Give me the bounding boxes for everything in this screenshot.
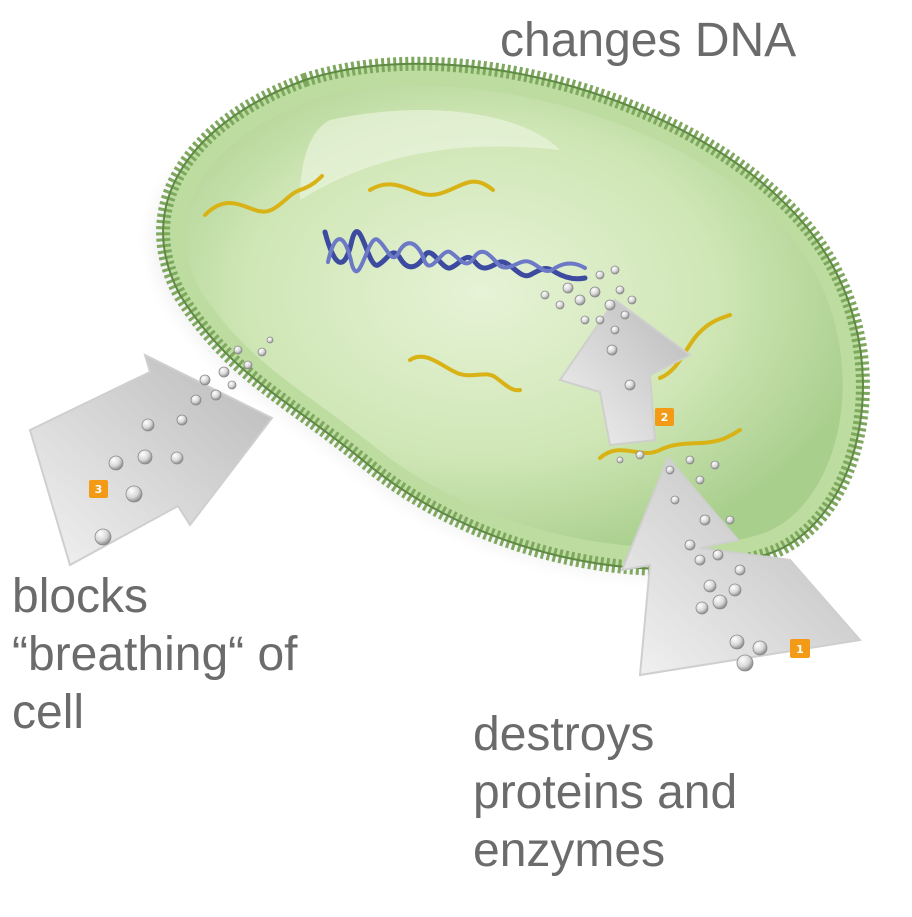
particle: [171, 452, 183, 464]
particle: [628, 296, 636, 304]
svg-text:2: 2: [661, 411, 669, 424]
particle: [704, 580, 716, 592]
particle: [191, 395, 201, 405]
particle: [596, 271, 604, 279]
particle: [666, 466, 674, 474]
badge-2: 2: [655, 408, 674, 426]
particle: [616, 286, 624, 294]
particle: [685, 540, 695, 550]
label-line: enzymes: [473, 822, 737, 880]
particle: [700, 515, 710, 525]
particle: [611, 266, 619, 274]
particle: [258, 348, 266, 356]
label-changes-dna: changes DNA: [500, 12, 796, 70]
label-line: proteins and: [473, 764, 737, 822]
particle: [686, 456, 694, 464]
badge-1: 1: [790, 639, 810, 658]
particle: [730, 635, 744, 649]
particle: [737, 655, 753, 671]
particle: [138, 450, 152, 464]
svg-text:3: 3: [95, 483, 103, 496]
particle: [695, 555, 705, 565]
label-line: “breathing“ of: [12, 626, 298, 684]
particle: [735, 565, 745, 575]
particle: [563, 283, 573, 293]
badge-3: 3: [89, 480, 108, 498]
particle: [556, 301, 564, 309]
svg-text:1: 1: [796, 643, 804, 656]
particle: [267, 337, 273, 343]
particle: [211, 390, 221, 400]
particle: [234, 346, 242, 354]
particle: [590, 287, 600, 297]
particle: [729, 584, 741, 596]
particle: [142, 419, 154, 431]
particle: [753, 641, 767, 655]
label-line: cell: [12, 684, 298, 742]
particle: [95, 529, 111, 545]
label-line: blocks: [12, 568, 298, 626]
particle: [596, 316, 604, 324]
particle: [228, 381, 236, 389]
particle: [625, 380, 635, 390]
particle: [696, 602, 708, 614]
cell-cytoplasm: [185, 86, 842, 547]
particle: [541, 291, 549, 299]
particle: [696, 476, 704, 484]
particle: [177, 415, 187, 425]
particle: [244, 361, 252, 369]
label-destroys-proteins: destroys proteins and enzymes: [473, 706, 737, 880]
label-line: destroys: [473, 706, 737, 764]
particle: [726, 516, 734, 524]
label-blocks-breathing: blocks “breathing“ of cell: [12, 568, 298, 742]
particle: [713, 595, 727, 609]
particle: [636, 451, 644, 459]
particle: [621, 311, 629, 319]
particle: [605, 300, 615, 310]
label-line: changes DNA: [500, 12, 796, 70]
particle: [671, 496, 679, 504]
particle: [711, 461, 719, 469]
particle: [607, 345, 617, 355]
particle: [581, 316, 589, 324]
particle: [713, 550, 723, 560]
particle: [219, 367, 229, 377]
particle: [126, 486, 142, 502]
particle: [617, 457, 623, 463]
particle: [575, 295, 585, 305]
particle: [109, 456, 123, 470]
particle: [200, 375, 210, 385]
particle: [611, 326, 619, 334]
